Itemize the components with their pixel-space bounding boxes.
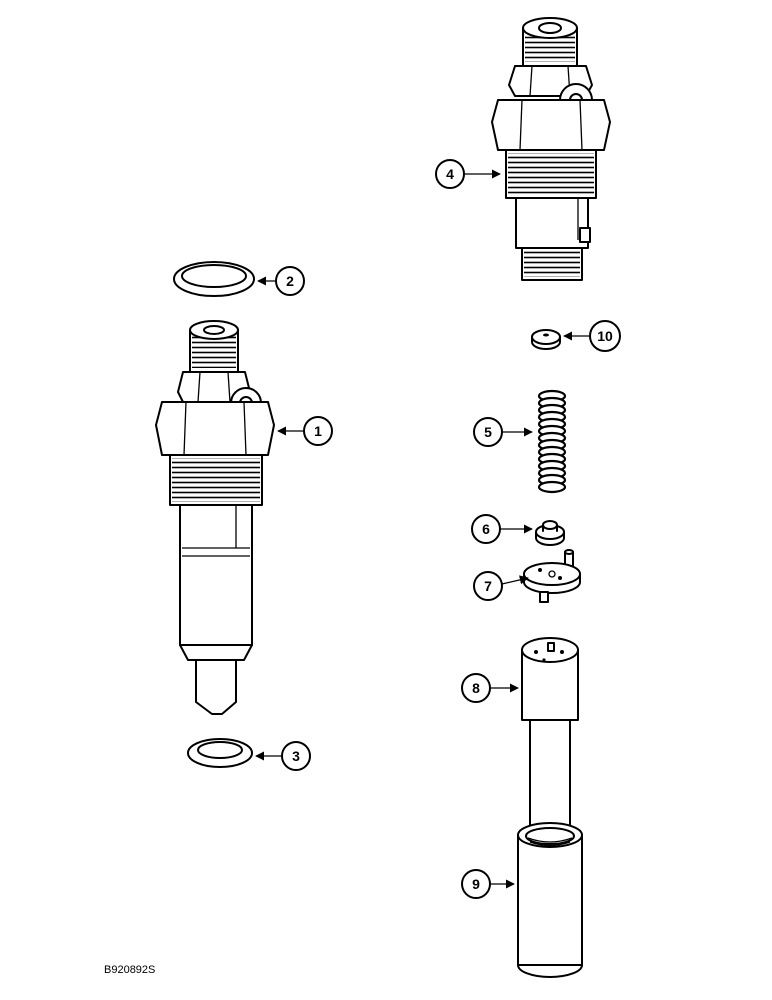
callout-10: 10 (589, 320, 621, 352)
spring-coil (537, 480, 567, 494)
callout-1-label: 1 (314, 423, 322, 439)
nozzle-part (521, 637, 579, 863)
callout-7: 7 (473, 571, 503, 601)
callout-3-label: 3 (292, 748, 300, 764)
nozzle-holder-body-part (491, 17, 611, 281)
injector-assembly-part (155, 320, 275, 715)
spring-seat-part (535, 520, 565, 546)
callout-5: 5 (473, 417, 503, 447)
leader-lines (255, 169, 590, 889)
callout-1: 1 (303, 416, 333, 446)
callout-2: 2 (275, 266, 305, 296)
shim-part (531, 329, 561, 350)
callout-2-label: 2 (286, 273, 294, 289)
callout-6: 6 (471, 514, 501, 544)
callout-8-label: 8 (472, 680, 480, 696)
figure-reference-code: B920892S (104, 964, 155, 976)
callout-8: 8 (461, 673, 491, 703)
callout-10-label: 10 (597, 328, 613, 344)
callout-7-label: 7 (484, 578, 492, 594)
lower-seal-washer-part (187, 738, 253, 768)
callout-6-label: 6 (482, 521, 490, 537)
intermediate-plate-part (523, 549, 581, 603)
callout-3: 3 (281, 741, 311, 771)
nozzle-nut-part (517, 822, 583, 978)
upper-seal-washer-part (173, 261, 255, 297)
spring-part (537, 389, 567, 494)
callout-5-label: 5 (484, 424, 492, 440)
callout-9-label: 9 (472, 876, 480, 892)
callout-9: 9 (461, 869, 491, 899)
callout-4-label: 4 (446, 166, 454, 182)
callout-4: 4 (435, 159, 465, 189)
